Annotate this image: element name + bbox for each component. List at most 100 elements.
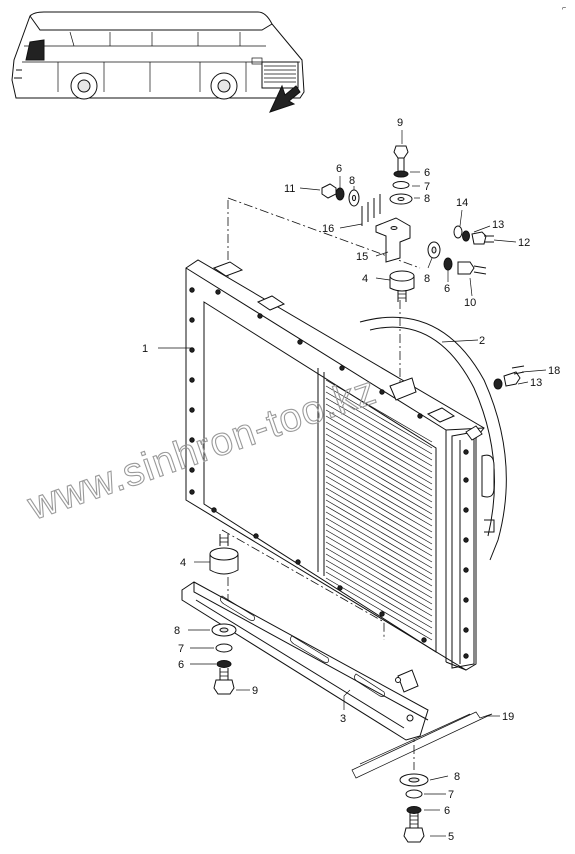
side-mount-hardware [493, 365, 525, 390]
bolt-hole [297, 339, 303, 345]
bolt-hole [463, 507, 469, 513]
bolt-hole [463, 567, 469, 573]
callout-7-lower: 7 [178, 643, 184, 655]
fin-line [325, 433, 433, 497]
callout-labels: 1 2 3 4 4 5 6 6 6 6 6 7 7 7 8 8 8 8 8 9 … [142, 117, 560, 843]
fin-line [325, 409, 433, 473]
fin-line [325, 391, 433, 455]
callout-3: 3 [340, 713, 346, 725]
bolt-hole [215, 289, 221, 295]
fin-line [325, 445, 433, 509]
callout-6-bottom: 6 [444, 805, 450, 817]
fin-line [325, 493, 433, 557]
callout-15: 15 [356, 251, 368, 263]
bolt-hole [379, 611, 385, 617]
bolt-hole [421, 637, 427, 643]
callout-9-lower: 9 [252, 685, 258, 697]
fin-line [325, 385, 433, 449]
watermark-text: www.sinhron-too.kz [22, 368, 382, 529]
callout-6-top-left: 6 [336, 163, 342, 175]
callout-13-side: 13 [530, 377, 542, 389]
location-arrow-icon [269, 84, 301, 113]
fin-line [325, 397, 433, 461]
callout-12: 12 [518, 237, 530, 249]
fin-line [325, 517, 433, 581]
callout-4-top: 4 [362, 273, 368, 285]
bolt-hole [339, 365, 345, 371]
fin-line [325, 475, 433, 539]
fin-line [325, 487, 433, 551]
bolt-hole [189, 347, 195, 353]
radiator-fins [325, 379, 433, 641]
fin-line [325, 421, 433, 485]
bolt-hole [253, 533, 259, 539]
bolt-hole [189, 407, 195, 413]
bolt-hole [189, 489, 195, 495]
callout-2: 2 [479, 335, 485, 347]
fin-line [325, 379, 433, 443]
callout-10: 10 [464, 297, 476, 309]
fin-line [325, 403, 433, 467]
bolt-hole [189, 437, 195, 443]
radiator-core [185, 259, 495, 671]
fin-line [325, 541, 433, 605]
frame-bolt-holes [189, 287, 469, 659]
bolt-hole [379, 389, 385, 395]
bolt-hole [295, 559, 301, 565]
bolt-hole [189, 467, 195, 473]
fin-line [325, 523, 433, 587]
bus-illustration [11, 11, 305, 113]
fin-line [325, 415, 433, 479]
fin-line [325, 451, 433, 515]
fin-line [325, 469, 433, 533]
top-mount-hardware [321, 145, 494, 302]
callout-1: 1 [142, 343, 148, 355]
fin-line [325, 529, 433, 593]
callout-11: 11 [284, 183, 295, 195]
fin-line [325, 511, 433, 575]
bolt-hole [189, 377, 195, 383]
callout-4-bottom: 4 [180, 557, 186, 569]
callout-8-lower: 8 [174, 625, 180, 637]
bolt-hole [189, 317, 195, 323]
fin-line [325, 553, 433, 617]
bolt-hole [417, 413, 423, 419]
callout-6-lower: 6 [178, 659, 184, 671]
fin-line [325, 463, 433, 527]
fin-line [325, 571, 433, 635]
bolt-hole [463, 653, 469, 659]
bolt-hole [189, 287, 195, 293]
callout-8-bottom: 8 [454, 771, 460, 783]
fin-line [325, 547, 433, 611]
fin-line [325, 439, 433, 503]
callout-8-top-left: 8 [349, 175, 355, 187]
callout-9-top: 9 [397, 117, 403, 129]
callout-7-top: 7 [424, 181, 430, 193]
fin-line [325, 565, 433, 629]
callout-6-mid: 6 [444, 283, 450, 295]
fin-line [325, 427, 433, 491]
callout-13-top: 13 [492, 219, 504, 231]
callout-19: 19 [502, 711, 514, 723]
fan-shroud [359, 316, 507, 561]
fin-line [325, 481, 433, 545]
bolt-hole [463, 597, 469, 603]
corner-mark: ⌐ [562, 5, 566, 12]
lower-support-bracket [181, 534, 429, 741]
callout-18: 18 [548, 365, 560, 377]
fin-line [325, 535, 433, 599]
bolt-hole [463, 627, 469, 633]
callout-6-top-right: 6 [424, 167, 430, 179]
fin-line [325, 577, 433, 641]
fin-line [325, 457, 433, 521]
bottom-plate-hardware [351, 711, 493, 843]
callout-5: 5 [448, 831, 454, 843]
bolt-hole [463, 537, 469, 543]
callout-8-mid: 8 [424, 273, 430, 285]
leader-lines [158, 130, 547, 837]
callout-14: 14 [456, 197, 468, 209]
fin-line [325, 499, 433, 563]
callout-7-bottom: 7 [448, 789, 454, 801]
bolt-hole [257, 313, 263, 319]
